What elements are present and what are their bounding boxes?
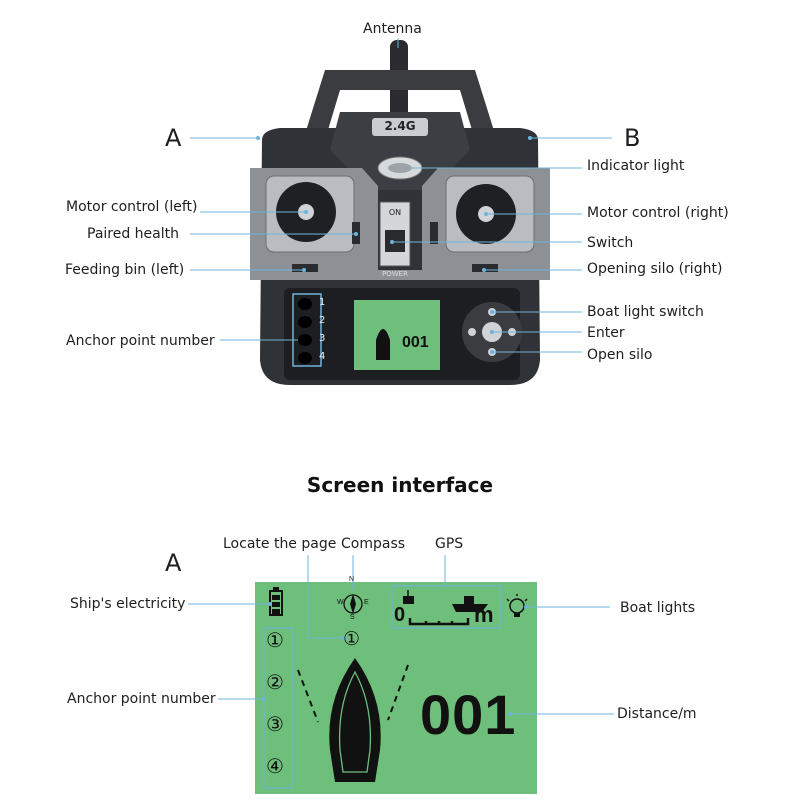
- remote-icon: [403, 590, 414, 604]
- label-indicator-light: Indicator light: [587, 158, 685, 174]
- badge-24g: 2.4G: [384, 119, 416, 133]
- label-switch: Switch: [587, 235, 634, 251]
- top-leader-lines: [190, 38, 612, 353]
- label-screen-side-a: A: [165, 549, 182, 577]
- anchor-button-3: 3: [319, 333, 326, 344]
- gps-boat-icon: [452, 596, 488, 612]
- compass-s: S: [350, 614, 355, 621]
- anchor-button-numbers: 1 2 3 4: [319, 297, 331, 369]
- label-open-silo: Open silo: [587, 347, 653, 363]
- label-anchor-point-top: Anchor point number: [66, 333, 215, 349]
- remote-controller-illustration: [190, 38, 612, 385]
- label-ships-electricity: Ship's electricity: [70, 596, 186, 612]
- label-enter: Enter: [587, 325, 625, 341]
- distance-value: 001: [420, 683, 517, 746]
- label-opening-silo: Opening silo (right): [587, 261, 723, 277]
- carry-handle: [300, 70, 500, 150]
- label-side-a: A: [165, 124, 182, 152]
- anchor-button-1: 1: [319, 297, 326, 308]
- anchor-button-2: 2: [319, 315, 326, 326]
- power-text-label: POWER: [382, 270, 408, 278]
- compass-icon: [343, 594, 363, 614]
- gps-zero: 0: [394, 604, 406, 626]
- label-side-b: B: [624, 124, 641, 152]
- anchor-4: ④: [266, 754, 284, 778]
- label-motor-left: Motor control (left): [66, 199, 198, 215]
- label-locate-page: Locate the page: [223, 536, 337, 552]
- anchor-3: ③: [266, 712, 284, 736]
- anchor-2: ②: [266, 670, 284, 694]
- label-anchor-point-screen: Anchor point number: [67, 691, 216, 707]
- bottom-leader-lines: [188, 555, 614, 715]
- screen-interface-heading: Screen interface: [306, 473, 494, 497]
- anchor-number-list: ① ② ③ ④: [266, 628, 290, 796]
- left-dash: [297, 669, 319, 723]
- gps-box: [391, 585, 501, 629]
- right-dash: [387, 664, 409, 721]
- label-paired-health: Paired health: [87, 226, 179, 242]
- label-boat-lights: Boat lights: [620, 600, 696, 616]
- label-boat-light-switch: Boat light switch: [587, 304, 704, 320]
- power-switch-toggle: [385, 230, 405, 252]
- lightbulb-icon: [506, 594, 528, 617]
- boat-silhouette: [329, 658, 381, 782]
- label-distance: Distance/m: [617, 706, 697, 722]
- anchor-column-box: [263, 627, 293, 789]
- compass-w: W: [337, 599, 344, 606]
- label-feeding-bin: Feeding bin (left): [65, 262, 185, 278]
- compass-n: N: [349, 576, 355, 583]
- badge-24g-box: [372, 118, 428, 136]
- lcd-screen-illustration: [188, 555, 614, 794]
- label-motor-right: Motor control (right): [587, 205, 729, 221]
- label-compass: Compass: [341, 536, 406, 552]
- anchor-button-column: [292, 293, 322, 367]
- gps-scale-bar: [408, 618, 470, 626]
- label-gps: GPS: [435, 536, 464, 552]
- compass-e: E: [364, 599, 369, 606]
- top-plate: [330, 112, 470, 190]
- label-antenna: Antenna: [363, 21, 422, 37]
- lcd-screen: [255, 582, 537, 794]
- gps-unit: m: [474, 602, 494, 627]
- page-indicator: ①: [343, 628, 361, 650]
- mini-lcd-distance: 001: [402, 334, 429, 351]
- anchor-button-4: 4: [319, 351, 326, 362]
- power-on-label: ON: [388, 208, 402, 217]
- mini-lcd: [354, 300, 440, 370]
- anchor-1: ①: [266, 628, 284, 652]
